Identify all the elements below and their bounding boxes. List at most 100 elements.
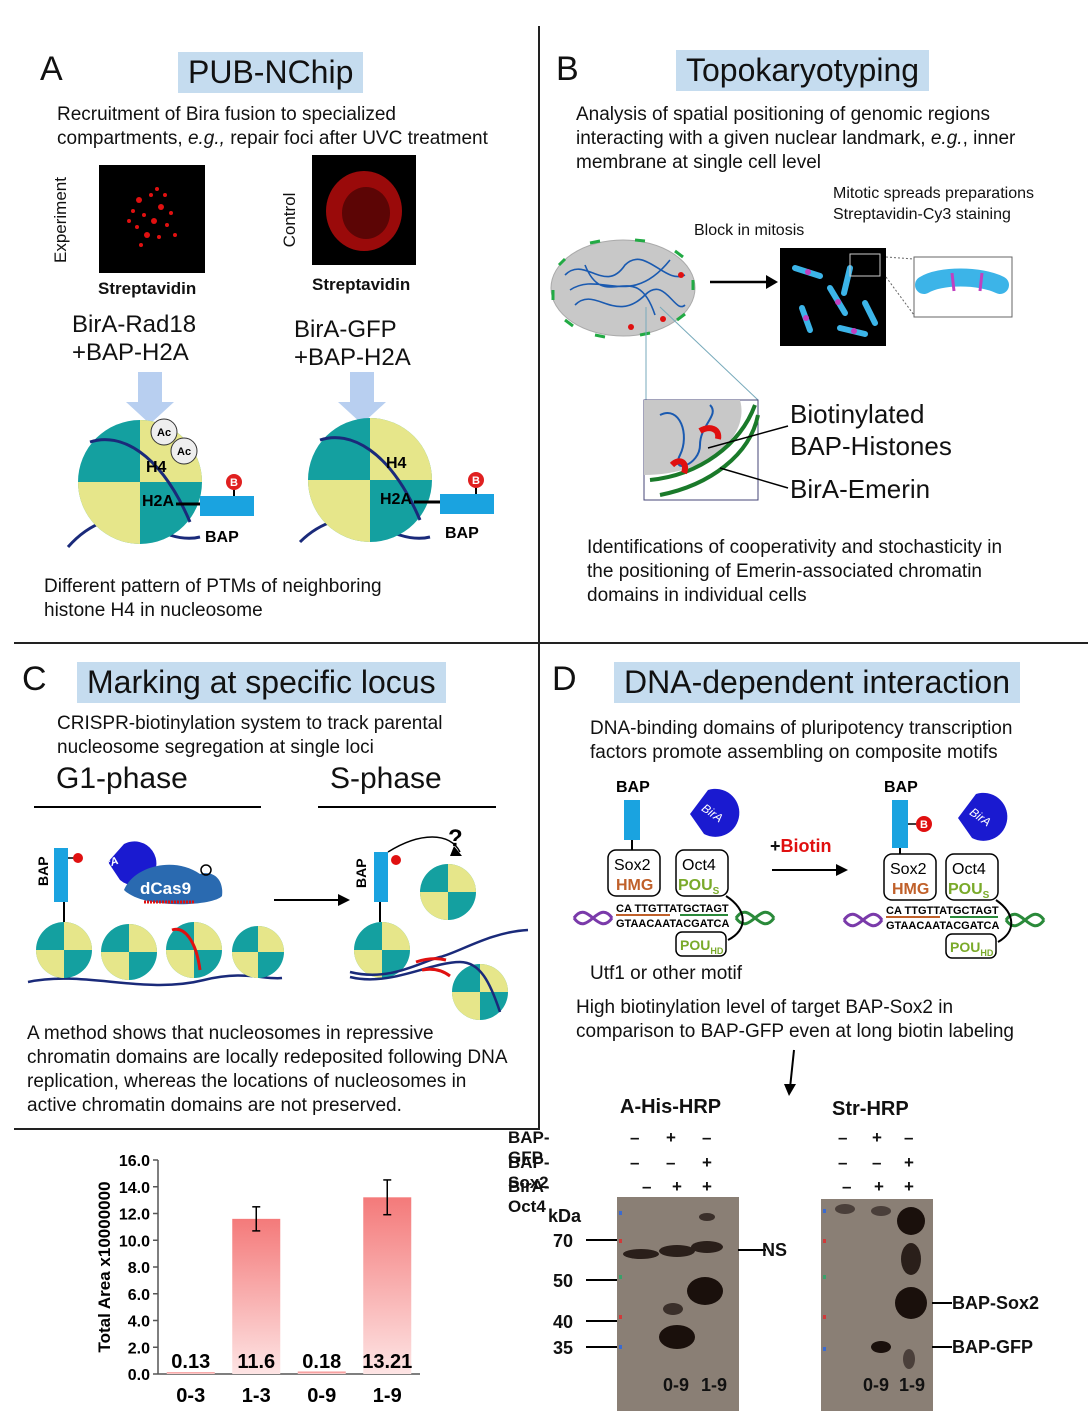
row-label-bira-oct4: BirA-Oct4 (508, 1177, 550, 1216)
ac-label: Ac (177, 446, 191, 458)
biotinylated-line1: Biotinylated (790, 399, 925, 429)
chromosomes (792, 253, 881, 337)
panel-c-description: CRISPR-biotinylation system to track par… (57, 712, 442, 760)
sox2-label: Sox2 (890, 861, 927, 878)
hmg-label: HMG (892, 881, 929, 898)
bap-vertical-label: BAP (35, 856, 51, 886)
blot-image-right: 0-9 1-9 (821, 1199, 933, 1411)
oct4-box (675, 849, 729, 897)
arrow-right-icon (772, 864, 848, 876)
blot-marker-ticks (586, 1239, 620, 1348)
blot-bands-right (823, 1204, 927, 1369)
bap-tag (440, 494, 494, 514)
panel-a-letter: A (40, 50, 63, 88)
pou-s-label: POUS (948, 881, 990, 901)
panel-b-footer: Identifications of cooperativity and sto… (587, 536, 1002, 608)
nucleosome-row (36, 922, 284, 980)
sign: + (672, 1177, 682, 1196)
y-tick-label: 2.0 (128, 1340, 150, 1357)
control-cell (326, 171, 402, 251)
down-arrow-icon (338, 372, 386, 424)
dcas9-label: dCas9 (140, 879, 191, 898)
biotin-word: Biotin (780, 836, 832, 856)
lane-label-left-1: 0-9 (663, 1375, 690, 1395)
oct4-box (945, 853, 999, 901)
lane-label-right-2: 1-9 (899, 1375, 926, 1395)
panel-c-title: Marking at specific locus (77, 662, 446, 703)
bap-label: BAP (884, 779, 918, 796)
sequence-bottom: GTAACAATACGATCA (616, 918, 729, 930)
sign: – (872, 1153, 882, 1172)
mitotic-line1: Mitotic spreads preparations (833, 185, 1034, 202)
marker-35: 35 (553, 1338, 574, 1358)
y-tick-label: 12.0 (119, 1207, 150, 1224)
panel-a-footer-line2: histone H4 in nucleosome (44, 600, 263, 621)
marker-40: 40 (553, 1312, 574, 1332)
desc-eg: e.g., (187, 128, 225, 149)
dcas9-protein (124, 864, 223, 905)
ac-label: Ac (157, 427, 171, 439)
pou-hd-box (945, 933, 997, 959)
plus-sign: + (770, 836, 781, 856)
tf-complex-left: BAP BirA Sox2 HMG Oct4 POUS CA TTGTTATGC… (572, 779, 776, 957)
arrow-right-icon (710, 275, 778, 289)
sox2-label: Sox2 (614, 857, 651, 874)
panel-b-desc-line2: interacting with a given nuclear landmar… (576, 127, 1015, 151)
mitotic-spread-image (780, 248, 886, 346)
x-tick-label: 1-9 (373, 1385, 402, 1407)
sign: + (702, 1153, 712, 1172)
ns-label: NS (762, 1240, 788, 1260)
h4-label: H4 (386, 455, 407, 472)
panel-c-footer: A method shows that nucleosomes in repre… (27, 1022, 508, 1118)
sign: + (872, 1128, 882, 1147)
panel-a-title: PUB-NChip (178, 52, 364, 93)
control-label: Control (280, 192, 299, 248)
y-tick-label: 4.0 (128, 1314, 150, 1331)
panel-c-footer-line3: replication, whereas the locations of nu… (27, 1071, 467, 1092)
construct-left-line1: BirA-Rad18 (72, 311, 197, 338)
panel-c-letter: C (22, 660, 47, 698)
panel-c-footer-line1: A method shows that nucleosomes in repre… (27, 1023, 434, 1044)
blot-title-right: Str-HRP (832, 1098, 909, 1120)
sox2-box (883, 853, 937, 901)
streptavidin-label-left: Streptavidin (98, 279, 197, 298)
sign: + (666, 1128, 676, 1147)
desc-text: interacting with a given nuclear landmar… (576, 128, 931, 149)
bar (232, 1218, 281, 1374)
experiment-label: Experiment (51, 177, 70, 263)
construct-right-line1: BirA-GFP (294, 316, 397, 343)
desc-text: repair foci after UVC treatment (224, 128, 488, 149)
h2a-label: H2A (380, 491, 412, 508)
panel-a-footer-line1: Different pattern of PTMs of neighboring (44, 576, 382, 597)
band-indicators-right (932, 1302, 952, 1348)
panel-b-footer-line1: Identifications of cooperativity and sto… (587, 537, 1003, 558)
biotin-letter: B (920, 819, 928, 831)
biotinylated-line2: BAP-Histones (790, 431, 952, 461)
panel-b-description: Analysis of spatial positioning of genom… (576, 103, 1015, 175)
oct4-label: Oct4 (682, 857, 716, 874)
sign: – (702, 1128, 712, 1147)
crispr-s-phase-diagram: ? BAP (349, 825, 529, 1020)
crispr-g1-diagram: BAP BirA dCas9 (27, 841, 284, 987)
blot-bands-left (619, 1211, 723, 1349)
bap-tag (54, 848, 68, 902)
x-tick-label: 1-3 (242, 1385, 271, 1407)
y-tick-label: 6.0 (128, 1287, 150, 1304)
bar (297, 1371, 346, 1374)
bar (363, 1197, 412, 1374)
s-phase-label: S-phase (330, 762, 442, 795)
construct-left-line2: +BAP-H2A (72, 339, 189, 366)
y-tick-label: 14.0 (119, 1180, 150, 1197)
vertical-divider (538, 26, 540, 1130)
tf-complex-right: BAP B BirA Sox2 HMG Oct4 POUS CA TTGTTAT… (842, 779, 1046, 959)
y-tick-label: 0.0 (128, 1367, 150, 1384)
panel-c-desc-line2: nucleosome segregation at single loci (57, 737, 374, 758)
data-label: 11.6 (237, 1351, 275, 1373)
h2a-label: H2A (142, 493, 174, 510)
ns-indicator (738, 1249, 766, 1251)
panel-b-desc-line1: Analysis of spatial positioning of genom… (576, 104, 991, 125)
hmg-label: HMG (616, 877, 653, 894)
y-tick-label: 10.0 (119, 1233, 150, 1250)
block-in-mitosis-label: Block in mitosis (694, 222, 805, 239)
